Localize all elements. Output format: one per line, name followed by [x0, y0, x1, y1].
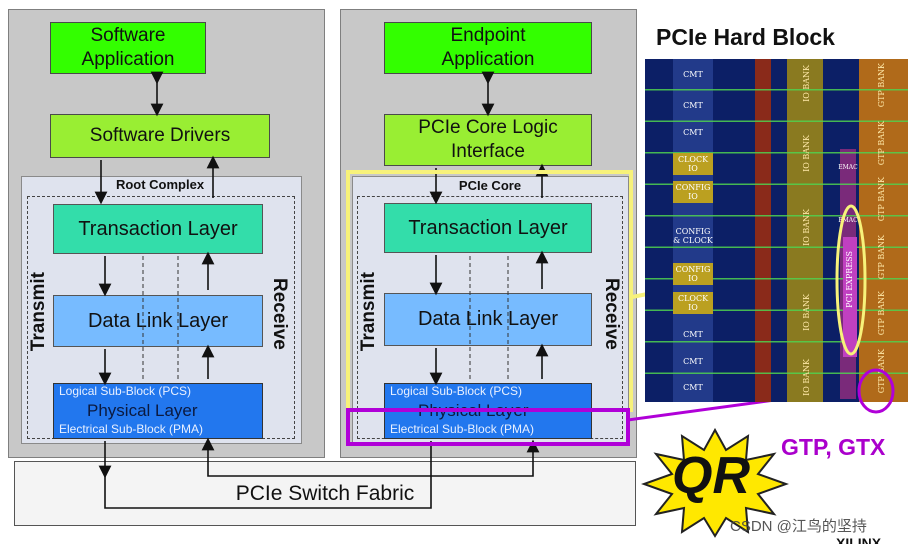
endpoint-physical-text: Physical Layer: [418, 401, 529, 420]
root-pma-text: Electrical Sub-Block (PMA): [59, 422, 204, 436]
root-transaction-text: Transaction Layer: [78, 217, 238, 240]
gtp-bank-label-2: GTP BANK: [877, 121, 886, 166]
pcie-core-interface-text: PCIe Core Logic Interface: [418, 117, 558, 162]
software-drivers-text: Software Drivers: [89, 125, 231, 146]
gtp-bank-label-4: GTP BANK: [877, 235, 886, 280]
gtp-bank-label-6: GTP BANK: [877, 349, 886, 394]
endpoint-pma-text: Electrical Sub-Block (PMA): [390, 422, 535, 436]
root-data-link-layer: Data Link Layer: [53, 295, 263, 347]
io-bank-label-5: IO BANK: [802, 359, 811, 396]
config-io-cell-1: CONFIG IO: [673, 181, 713, 203]
endpoint-pcs-text: Logical Sub-Block (PCS): [390, 384, 523, 398]
root-data-link-text: Data Link Layer: [87, 309, 229, 332]
cmt-cell-4: CMT: [683, 329, 703, 339]
qr-badge-text: QR: [672, 447, 750, 505]
root-complex-label: Root Complex: [115, 177, 205, 192]
emac-cell-2: EMAC: [838, 216, 858, 224]
xilinx-brand: XILINX: [836, 535, 882, 544]
io-bank-label-2: IO BANK: [802, 135, 811, 172]
software-drivers-box: Software Drivers: [50, 114, 270, 158]
clock-io-cell-2: CLOCK IO: [673, 292, 713, 314]
root-physical-text: Physical Layer: [87, 401, 198, 420]
cmt-cell-3: CMT: [683, 127, 703, 137]
gtp-bank-label-3: GTP BANK: [877, 177, 886, 222]
root-transmit-label: Transmit: [28, 272, 49, 352]
cmt-cell-5: CMT: [683, 356, 703, 366]
endpoint-data-link-text: Data Link Layer: [417, 308, 559, 330]
endpoint-receive-label: Receive: [601, 278, 622, 350]
endpoint-data-link-layer: Data Link Layer: [384, 293, 592, 346]
io-bank-label-4: IO BANK: [802, 294, 811, 331]
emac-cell-1: EMAC: [838, 163, 858, 171]
watermark-text: CSDN @江鸟的坚持: [730, 518, 867, 535]
endpoint-transaction-text: Transaction Layer: [408, 216, 568, 239]
io-bank-label-3: IO BANK: [802, 209, 811, 246]
software-application-box: Software Application: [50, 22, 206, 74]
fpga-die-image: CMT CMT CMT CLOCK IO CONFIG IO CONFIG & …: [645, 59, 908, 402]
gtp-bank-label-1: GTP BANK: [877, 63, 886, 108]
qr-starburst-icon: [641, 428, 789, 538]
root-physical-layer: [53, 383, 263, 439]
endpoint-application-text: Endpoint Application: [441, 25, 535, 70]
pcie-hard-block-title: PCIe Hard Block: [656, 24, 835, 50]
gtp-gtx-callout: GTP, GTX: [781, 434, 886, 460]
config-io-cell-2: CONFIG IO: [673, 263, 713, 285]
endpoint-application-box: Endpoint Application: [384, 22, 592, 74]
gtp-bank-label-5: GTP BANK: [877, 291, 886, 336]
io-bank-label-1: IO BANK: [802, 65, 811, 102]
config-clock-cell: CONFIG & CLOCK: [673, 227, 713, 245]
root-receive-label: Receive: [269, 278, 290, 350]
switch-fabric-box: PCIe Switch Fabric: [14, 461, 636, 526]
root-pcs-text: Logical Sub-Block (PCS): [59, 384, 192, 398]
pcie-core-label: PCIe Core: [458, 178, 522, 193]
clock-io-cell-1: CLOCK IO: [673, 153, 713, 175]
cmt-cell-1: CMT: [683, 69, 703, 79]
software-application-text: Software Application: [81, 25, 175, 70]
endpoint-transmit-label: Transmit: [358, 272, 379, 352]
cmt-cell-2: CMT: [683, 100, 703, 110]
cmt-cell-6: CMT: [683, 382, 703, 392]
switch-fabric-text: PCIe Switch Fabric: [235, 481, 415, 505]
pcie-core-interface-box: PCIe Core Logic Interface: [384, 114, 592, 166]
root-transaction-layer: Transaction Layer: [53, 204, 263, 254]
endpoint-transaction-layer: Transaction Layer: [384, 203, 592, 253]
pci-express-label: PCI EXPRESS: [845, 251, 854, 308]
